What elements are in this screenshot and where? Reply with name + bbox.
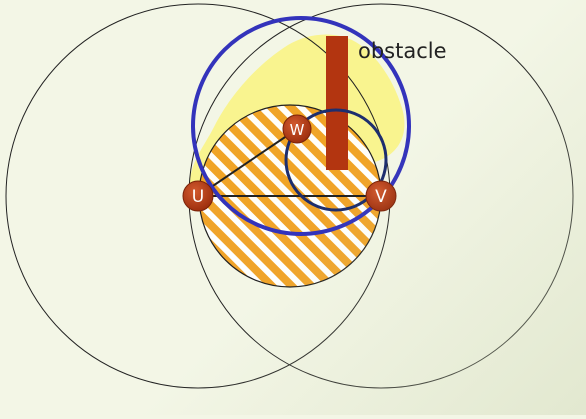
blue-neighborhood-circle: [191, 16, 411, 236]
node-v-label: V: [375, 187, 387, 207]
node-w-label: W: [290, 121, 305, 139]
node-u-label: U: [192, 187, 204, 207]
node-w[interactable]: W: [282, 114, 312, 144]
node-u[interactable]: U: [182, 180, 214, 212]
obstacle-bar: [326, 36, 348, 170]
wv-diameter-circle: [284, 108, 388, 212]
node-v[interactable]: V: [365, 180, 397, 212]
obstacle-label: obstacle: [358, 39, 447, 63]
edge-u-w: [197, 128, 298, 197]
